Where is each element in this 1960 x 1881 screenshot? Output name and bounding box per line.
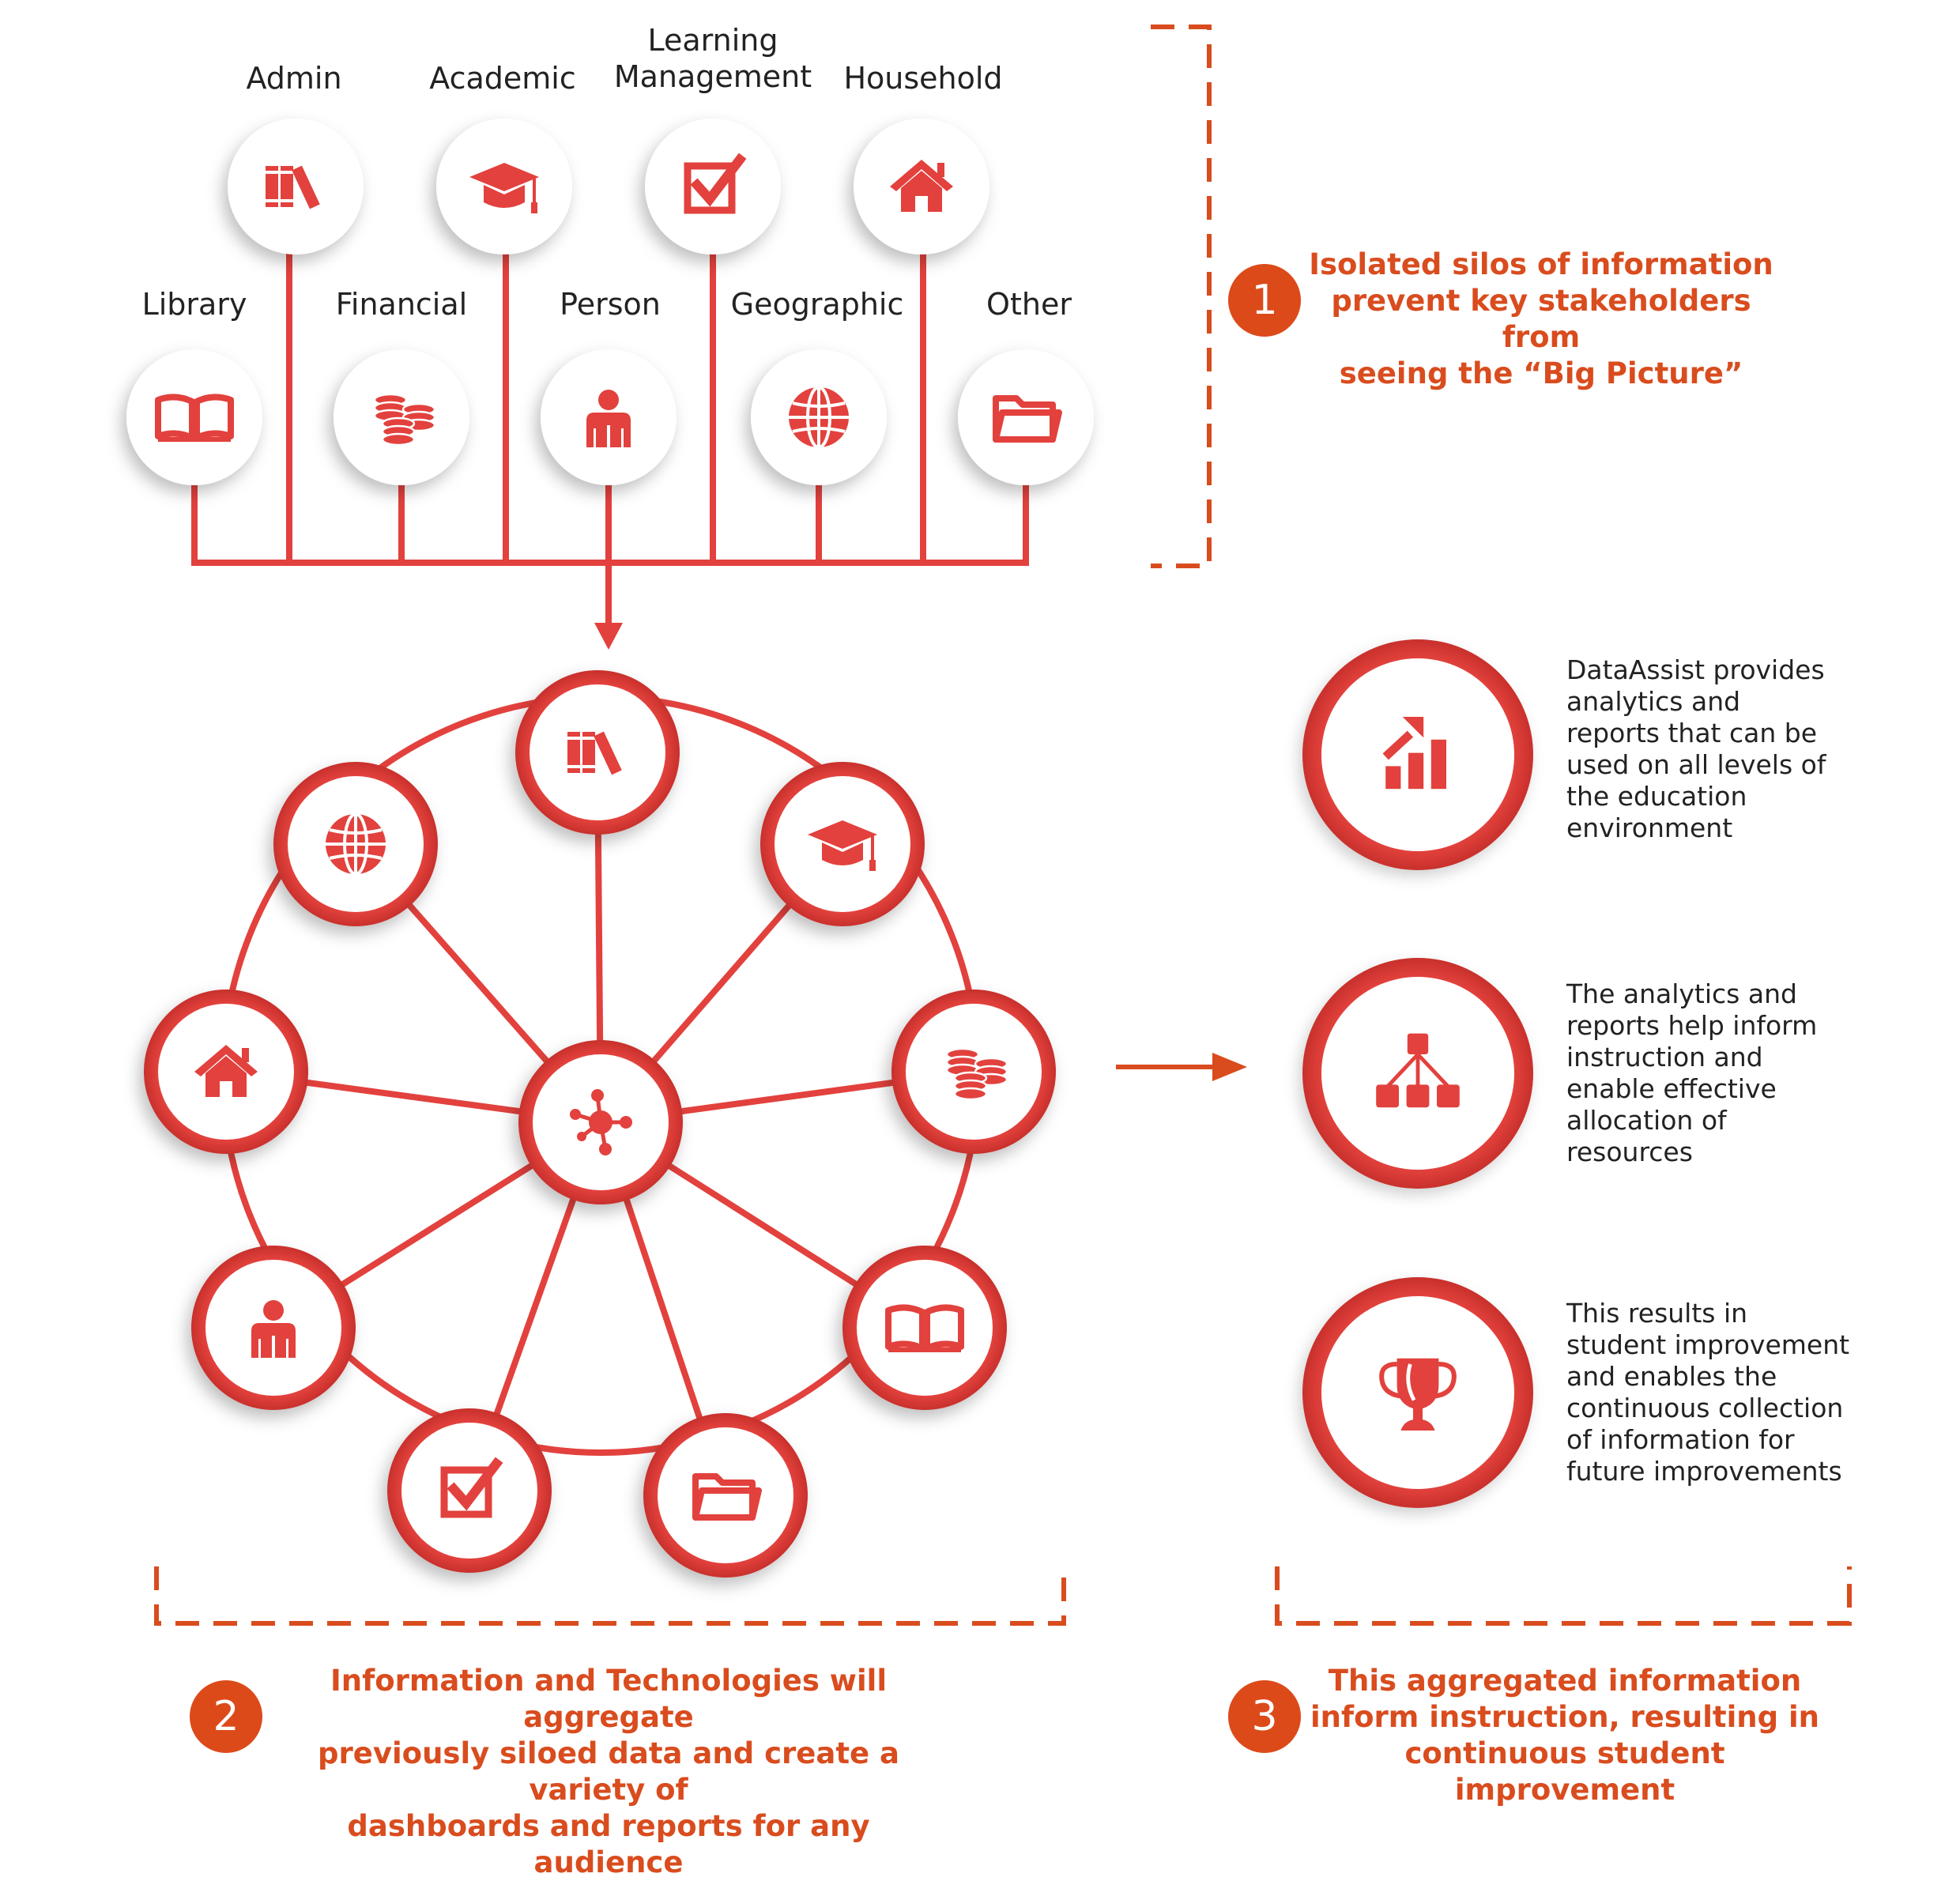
bracket-1: [1151, 25, 1212, 568]
label-academic: Academic: [429, 61, 576, 96]
label-learning-management: Learning Management: [613, 23, 812, 94]
silo-geographic: [751, 349, 887, 485]
step-2-number: 2: [190, 1680, 262, 1753]
outcome-2-text: The analytics and reports help inform in…: [1566, 978, 1818, 1167]
silo-financial: [334, 349, 469, 485]
silo-down-arrow: [594, 623, 623, 650]
bracket-3: [1275, 1566, 1852, 1626]
flow-arrow: [1116, 1053, 1247, 1081]
label-financial: Financial: [335, 287, 468, 322]
hub-node-folder: [643, 1413, 808, 1578]
label-library: Library: [141, 287, 247, 322]
hub-node-person: [191, 1246, 356, 1410]
globe-icon: [324, 812, 387, 876]
hub-node-house: [144, 990, 308, 1154]
label-person: Person: [560, 287, 661, 322]
label-household: Household: [843, 61, 1003, 96]
step-2-caption: Information and Technologies will aggreg…: [318, 1664, 899, 1879]
step-1-caption: Isolated silos of information prevent ke…: [1309, 247, 1773, 390]
outcome-3-text: This results in student improvement and …: [1566, 1298, 1850, 1487]
silo-household: [854, 119, 989, 254]
step-1-number: 1: [1228, 264, 1301, 337]
hub-node-cap: [760, 762, 925, 926]
silo-connectors: [191, 253, 1029, 624]
globe-icon: [787, 386, 850, 449]
label-geographic: Geographic: [730, 287, 904, 322]
bracket-2: [154, 1566, 1066, 1626]
silo-library: [126, 349, 262, 485]
silo-person: [541, 349, 677, 485]
silo-admin: [228, 119, 364, 254]
hub-center: [518, 1040, 683, 1204]
step-3-caption: This aggregated information inform instr…: [1310, 1664, 1820, 1807]
silo-other: [958, 349, 1094, 485]
outcome-hierarchy: [1302, 958, 1533, 1189]
label-admin: Admin: [246, 61, 342, 96]
outcome-trophy: [1302, 1277, 1533, 1508]
outcome-analytics: [1302, 639, 1533, 870]
outcome-1-text: DataAssist provides analytics and report…: [1566, 654, 1826, 843]
label-other: Other: [986, 287, 1072, 322]
silo-learning-management: [645, 119, 781, 254]
hub-node-check: [387, 1408, 552, 1573]
hub-node-coins: [891, 990, 1056, 1154]
hub-node-books: [515, 670, 680, 835]
silo-academic: [436, 119, 572, 254]
diagram-canvas: [126, 25, 1852, 1626]
hub-node-openbook: [842, 1246, 1007, 1410]
step-3-number: 3: [1228, 1680, 1301, 1753]
hub-node-globe: [273, 762, 438, 926]
